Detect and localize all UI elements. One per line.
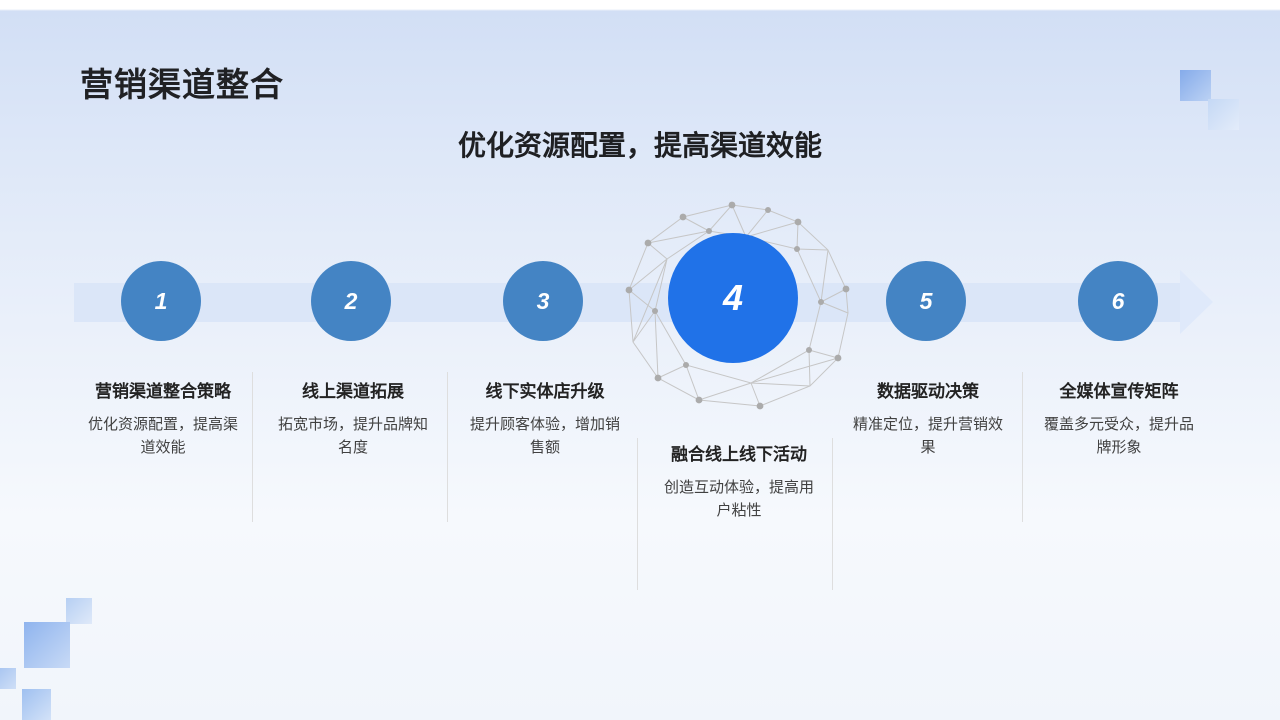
step-description-5: 精准定位，提升营销效果 [852,416,1003,456]
step-circle-3: 3 [503,261,583,341]
column-divider-2 [447,372,448,522]
step-text-5: 数据驱动决策 精准定位，提升营销效果 [835,380,1021,459]
step-circle-5: 5 [886,261,966,341]
decorative-square-bottom-left-2 [24,622,70,668]
timeline-arrow-head-icon [1180,270,1213,334]
step-title-2: 线上渠道拓展 [302,382,404,401]
step-title-5: 数据驱动决策 [877,382,979,401]
slide-subtitle: 优化资源配置，提高渠道效能 [457,130,822,161]
step-number-6: 6 [1111,287,1125,314]
step-circle-2: 2 [311,261,391,341]
step-number-3: 3 [536,287,550,314]
step-number-1: 1 [154,287,168,314]
step-text-6: 全媒体宣传矩阵 覆盖多元受众，提升品牌形象 [1026,380,1212,459]
step-text-3: 线下实体店升级 提升顾客体验，增加销售额 [450,380,640,459]
column-divider-4 [832,438,833,590]
step-circle-1: 1 [121,261,201,341]
step-circle-6: 6 [1078,261,1158,341]
step-text-1: 营销渠道整合策略 优化资源配置，提高渠道效能 [66,380,260,459]
decorative-square-bottom-left-4 [22,689,51,720]
step-title-4: 融合线上线下活动 [671,445,807,464]
decorative-square-top-right-2 [1208,99,1239,130]
step-number-4: 4 [722,277,744,318]
column-divider-5 [1022,372,1023,522]
column-divider-3 [637,438,638,590]
step-text-2: 线上渠道拓展 拓宽市场，提升品牌知名度 [260,380,446,459]
decorative-square-bottom-left-1 [66,598,92,624]
step-circle-4-highlighted: 4 [668,233,798,363]
step-description-4: 创造互动体验，提高用户粘性 [663,479,814,519]
column-divider-1 [252,372,253,522]
step-description-3: 提升顾客体验，增加销售额 [469,416,620,456]
step-number-5: 5 [919,287,933,314]
step-description-6: 覆盖多元受众，提升品牌形象 [1043,416,1194,456]
step-number-2: 2 [344,287,358,314]
step-title-1: 营销渠道整合策略 [95,382,231,401]
network-mesh-decoration [625,201,850,410]
step-description-2: 拓宽市场，提升品牌知名度 [277,416,428,456]
decorative-square-top-right-1 [1180,70,1211,101]
page-title: 营销渠道整合 [80,66,284,103]
decorative-square-bottom-left-3 [0,668,16,689]
step-description-1: 优化资源配置，提高渠道效能 [87,416,238,456]
step-text-4: 融合线上线下活动 创造互动体验，提高用户粘性 [645,443,833,522]
step-title-3: 线下实体店升级 [485,382,605,401]
step-title-6: 全媒体宣传矩阵 [1059,382,1179,401]
